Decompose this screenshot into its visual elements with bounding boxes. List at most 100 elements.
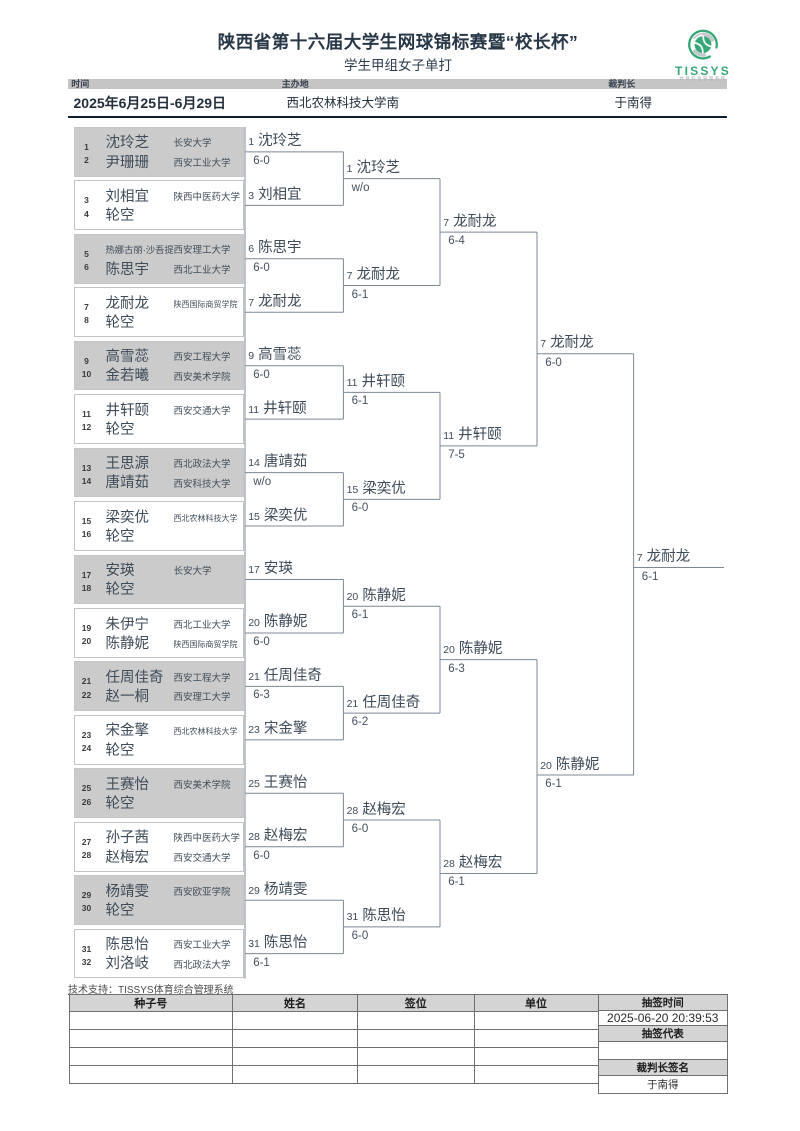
winner-seed: 1 — [346, 163, 353, 176]
player-name: 赵梅宏 — [105, 849, 150, 866]
winner-seed: 17 — [248, 564, 260, 576]
player-name: 轮空 — [105, 796, 135, 813]
info-label-time: 时间 — [71, 78, 90, 89]
player-name: 孙子茜 — [105, 830, 150, 847]
support-note: 技术支持：TISSYS体育综合管理系统 — [68, 984, 234, 996]
winner-seed: 21 — [248, 670, 260, 683]
player-club: 西安工程大学 — [173, 352, 231, 364]
match-score: 6-1 — [351, 395, 369, 408]
seed-number: 16 — [81, 529, 92, 540]
player-club: 西安工程大学 — [173, 672, 231, 684]
match-winner: 21 任周佳奇 — [248, 664, 322, 685]
player-name: 陈思怡 — [105, 937, 150, 954]
table-cell — [68, 1065, 233, 1085]
match-winner: 11 井轩颐 — [347, 370, 405, 391]
seed-number: 9 — [84, 355, 89, 366]
info-bar: 时间 主办地 裁判长 — [67, 78, 728, 90]
winner-name: 梁奕优 — [362, 480, 406, 497]
player-club: 西北政法大学 — [173, 459, 231, 471]
player-name: 唐靖茹 — [105, 475, 150, 492]
draw-group: 7 8 龙耐龙 轮空 陕西国际商贸学院 — [73, 287, 244, 337]
match-score: 6-3 — [448, 662, 465, 675]
winner-name: 井轩颐 — [263, 400, 307, 417]
table-header-cell: 姓名 — [232, 993, 358, 1012]
player-name: 轮空 — [105, 902, 135, 919]
seed-number: 28 — [81, 850, 92, 861]
winner-name: 刘相宜 — [258, 186, 302, 203]
table-row — [68, 1046, 599, 1067]
match-winner: 28 赵梅宏 — [443, 851, 502, 872]
winner-name: 高雪蕊 — [258, 347, 302, 364]
player-club: 西北工业大学 — [173, 264, 231, 276]
player-name: 朱伊宁 — [105, 616, 150, 633]
draw-group: 31 32 陈思怡 刘洛岐 西安工业大学 西北政法大学 — [73, 928, 244, 979]
side-label: 裁判长签名 — [597, 1058, 728, 1076]
player-name: 热娜古丽·沙吾提 — [105, 245, 174, 256]
winner-seed: 11 — [346, 376, 358, 389]
match-winner: 31 陈思怡 — [248, 931, 307, 952]
player-club: 西安工业大学 — [173, 157, 231, 169]
match-winner: 7 龙耐龙 — [540, 331, 593, 352]
player-name: 陈静妮 — [105, 635, 150, 652]
match-winner: 1 沈玲芝 — [248, 129, 301, 150]
winner-seed: 7 — [248, 296, 255, 309]
player-club: 陕西中医药大学 — [173, 191, 241, 203]
winner-name: 唐靖茹 — [263, 454, 308, 471]
winner-name: 赵梅宏 — [458, 854, 503, 871]
winner-seed: 20 — [346, 590, 359, 603]
table-row — [68, 1010, 599, 1030]
seed-number: 10 — [81, 368, 92, 379]
winner-seed: 28 — [443, 857, 455, 870]
player-name: 龙耐龙 — [105, 295, 150, 312]
match-winner: 3 刘相宜 — [248, 183, 301, 204]
winner-seed: 11 — [443, 430, 455, 443]
winner-seed: 7 — [443, 216, 450, 229]
match-score: w/o — [253, 475, 272, 488]
winner-seed: 20 — [540, 759, 552, 772]
header-rule — [67, 115, 728, 118]
player-name: 井轩颐 — [105, 402, 150, 419]
draw-group: 5 6 热娜古丽·沙吾提 陈思宇 西安理工大学 西北工业大学 — [73, 233, 244, 284]
seed-number: 25 — [81, 783, 92, 794]
table-row — [68, 1065, 599, 1085]
player-club: 西北工业大学 — [173, 619, 231, 631]
winner-seed: 23 — [248, 724, 260, 737]
side-label: 抽签代表 — [597, 1025, 728, 1042]
match-score: 6-0 — [253, 635, 270, 648]
winner-seed: 14 — [248, 457, 260, 470]
match-winner: 28 赵梅宏 — [347, 798, 406, 819]
seed-number: 19 — [81, 623, 92, 633]
seed-number: 4 — [84, 208, 89, 219]
match-score: 6-0 — [253, 154, 270, 167]
match-winner: 20 陈静妮 — [248, 610, 307, 631]
draw-group: 27 28 孙子茜 赵梅宏 陕西中医药大学 西安交通大学 — [73, 821, 244, 872]
table-header-row: 种子号姓名签位单位 — [68, 993, 599, 1012]
logo-brand-text: TISSYS — [675, 63, 731, 78]
winner-name: 陈静妮 — [362, 587, 406, 604]
table-row — [68, 1028, 599, 1048]
player-name: 陈思宇 — [105, 261, 150, 278]
match-score: 6-1 — [253, 956, 270, 969]
match-winner: 7 龙耐龙 — [347, 263, 400, 284]
player-name: 杨靖雯 — [105, 883, 150, 900]
match-score: 6-2 — [351, 716, 369, 729]
match-winner: 25 王赛怡 — [248, 771, 307, 792]
match-winner: 31 陈思怡 — [347, 904, 406, 925]
player-club: 西安理工大学 — [173, 692, 231, 704]
match-winner: 6 陈思宇 — [248, 236, 301, 257]
player-name: 任周佳奇 — [105, 669, 164, 686]
match-winner: 20 陈静妮 — [540, 753, 599, 774]
winner-seed: 28 — [248, 831, 260, 844]
match-score: 6-0 — [253, 849, 270, 862]
winner-name: 龙耐龙 — [258, 293, 302, 310]
page-subtitle: 学生甲组女子单打 — [344, 58, 452, 73]
player-club: 西北农林科技大学 — [173, 727, 238, 737]
player-club: 西安欧亚学院 — [173, 886, 231, 898]
winner-name: 杨靖雯 — [263, 881, 308, 898]
winner-name: 龙耐龙 — [646, 549, 691, 565]
seed-number: 11 — [82, 409, 91, 420]
player-club: 长安大学 — [173, 138, 212, 150]
winner-seed: 29 — [248, 884, 260, 897]
draw-group: 29 30 杨靖雯 轮空 西安欧亚学院 — [73, 875, 244, 925]
player-club: 西安交通大学 — [173, 852, 231, 864]
